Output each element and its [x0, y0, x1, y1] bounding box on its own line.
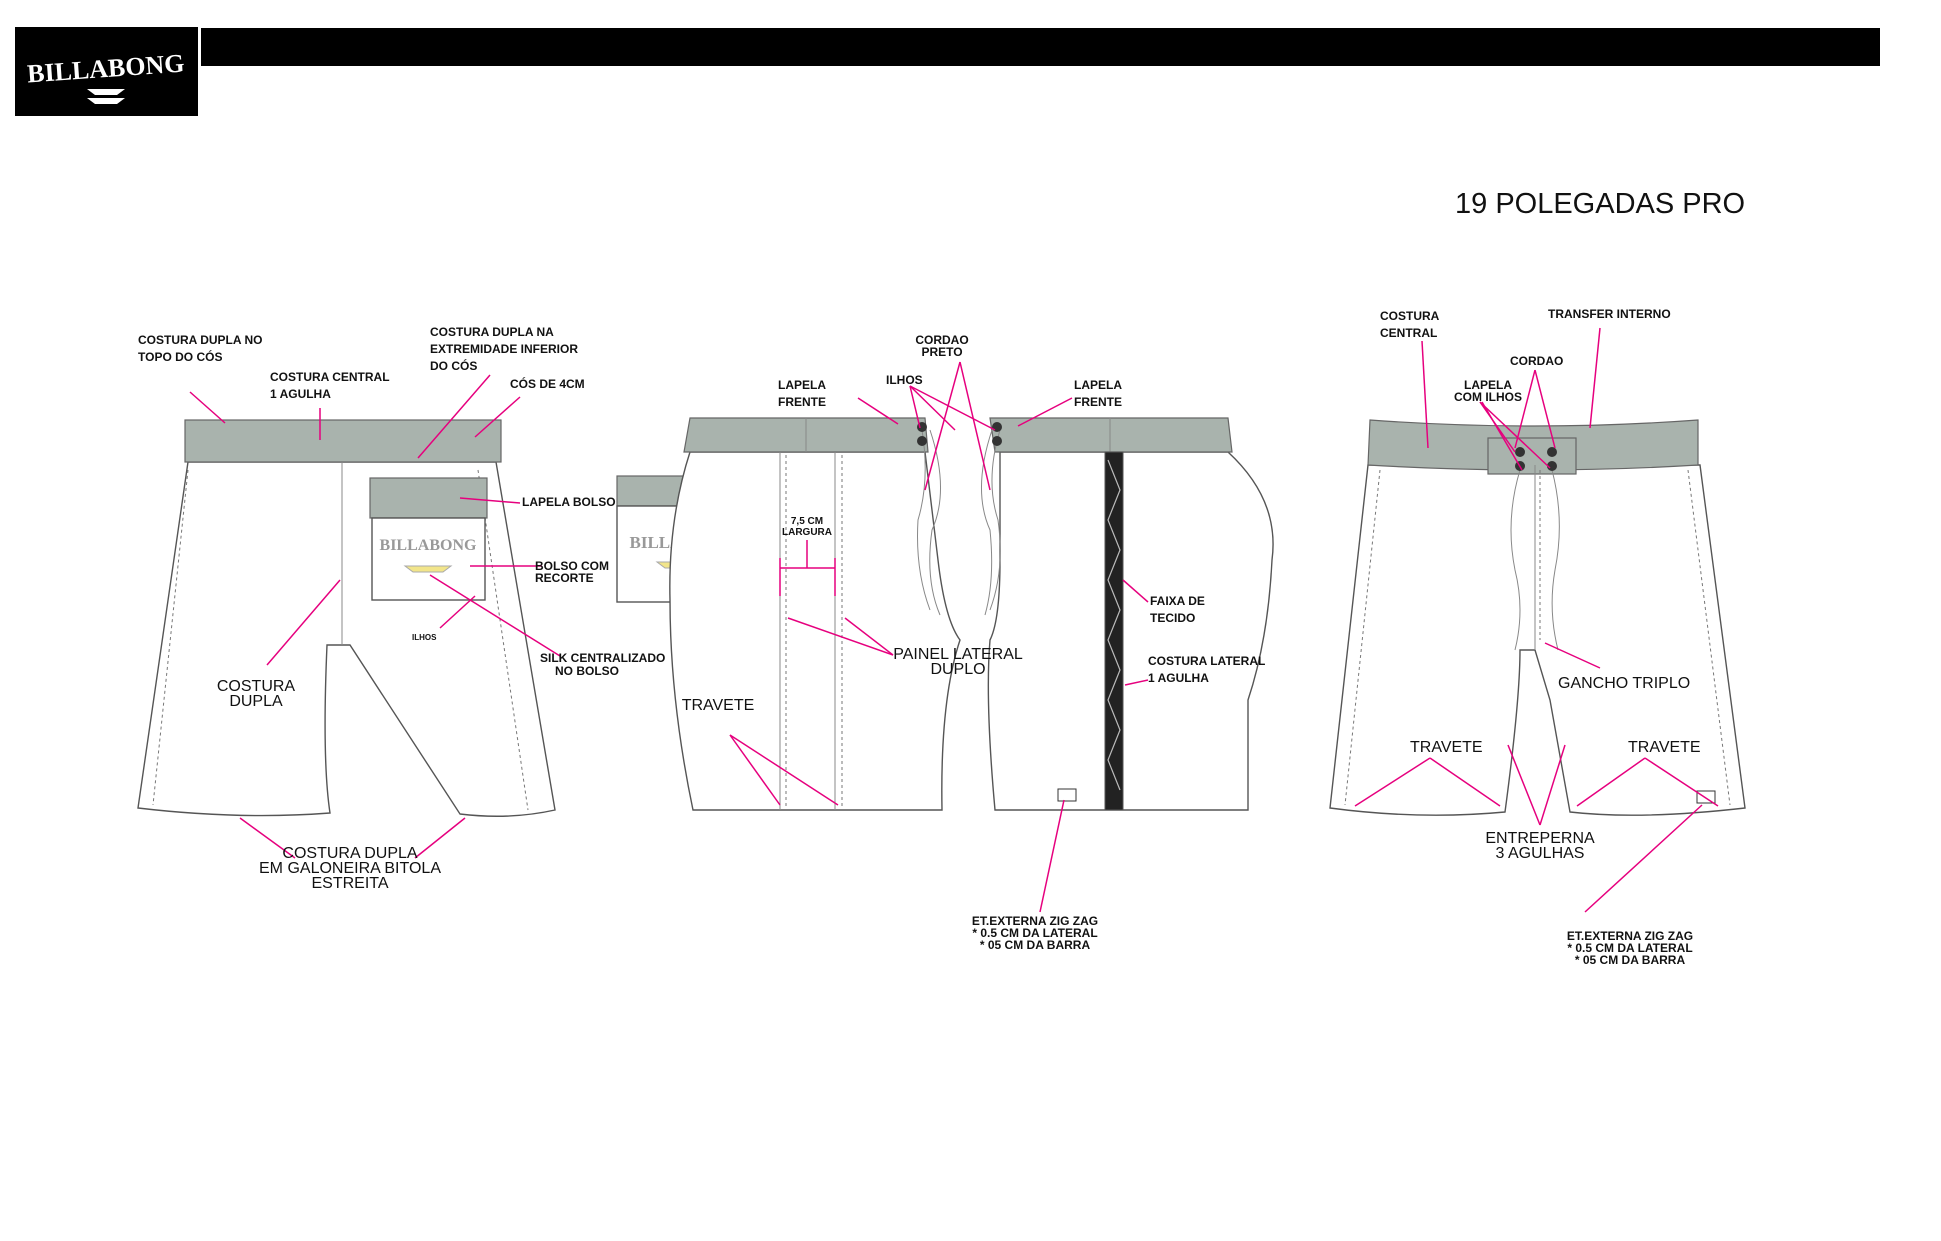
label-faixa-de-tecido: FAIXA DE: [1150, 594, 1205, 608]
back-short-outline: [137, 461, 556, 817]
fabric-stripe: [1104, 451, 1124, 811]
callout-label-line: * 05 CM DA BARRA: [1575, 953, 1686, 967]
callout-label-line: TOPO DO CÓS: [138, 349, 222, 364]
callout-label-line: * 05 CM DA BARRA: [980, 938, 1091, 952]
callout-label-line: EXTREMIDADE INFERIOR: [430, 342, 578, 356]
front-short-outline: [1329, 464, 1746, 816]
callout-label-line: CENTRAL: [1380, 326, 1437, 340]
front-right-panel-seam: [1687, 469, 1731, 806]
label-etiqueta-externa-front: ET.EXTERNA ZIG ZAG: [1567, 929, 1693, 943]
label-costura-central: COSTURA CENTRAL: [270, 370, 390, 384]
label-lapela-bolso: LAPELA BOLSO: [522, 495, 616, 509]
front-view: [1329, 419, 1746, 816]
side-right-half: [987, 451, 1274, 811]
back-leaders: [189, 374, 561, 859]
callout-label-line: RECORTE: [535, 571, 594, 585]
callout-label-line: 1 AGULHA: [270, 387, 331, 401]
callout-label-line: LARGURA: [782, 527, 832, 538]
brand-logo: BILLABONG: [15, 27, 198, 116]
label-lapela-frente-right: LAPELA: [1074, 378, 1122, 392]
side-right-waistband: [989, 417, 1233, 453]
side-view: BILLABONG: [616, 417, 1274, 811]
side-labels: CORDAO PRETO LAPELA FRENTE ILHOS LAPELA …: [682, 333, 1266, 952]
label-ilhos-side: ILHOS: [886, 373, 923, 387]
label-entreperna: ENTREPERNA: [1485, 830, 1595, 847]
callout-label-line: 1 AGULHA: [1148, 671, 1209, 685]
label-travete-front-left: TRAVETE: [1410, 739, 1483, 756]
callout-label-line: DUPLA: [229, 693, 283, 710]
side-external-label: [1057, 788, 1077, 802]
callout-label-line: NO BOLSO: [555, 664, 619, 678]
back-left-panel-seam: [152, 469, 189, 806]
back-pocket-flap: [369, 477, 488, 519]
side-left-half: [669, 451, 961, 811]
label-painel-lateral: PAINEL LATERAL: [893, 646, 1023, 663]
label-silk-centralizado: SILK CENTRALIZADO: [540, 651, 665, 665]
back-view: BILLABONG: [137, 419, 556, 817]
back-labels: COSTURA DUPLA NO TOPO DO CÓS COSTURA CEN…: [138, 325, 665, 892]
label-gancho-triplo: GANCHO TRIPLO: [1558, 675, 1690, 692]
label-etiqueta-externa-side: ET.EXTERNA ZIG ZAG: [972, 914, 1098, 928]
label-travete-side: TRAVETE: [682, 697, 755, 714]
pocket-silk-print: BILLABONG: [380, 537, 477, 554]
label-travete-front-right: TRAVETE: [1628, 739, 1701, 756]
callout-label-line: * 0.5 CM DA LATERAL: [972, 926, 1097, 940]
back-waistband: [184, 419, 502, 463]
page-title: 19 POLEGADAS PRO: [1455, 188, 1746, 220]
callout-label-line: ESTREITA: [311, 875, 388, 892]
side-leaders: [729, 361, 1149, 913]
callout-label-line: * 0.5 CM DA LATERAL: [1567, 941, 1692, 955]
label-cos-4cm: CÓS DE 4CM: [510, 376, 585, 391]
back-pocket: [371, 517, 486, 601]
front-external-label: [1696, 790, 1716, 804]
callout-label-line: PRETO: [921, 345, 962, 359]
label-largura: 7,5 CM: [791, 516, 823, 527]
label-costura-dupla-galoneira: COSTURA DUPLA: [282, 845, 417, 862]
label-transfer-interno: TRANSFER INTERNO: [1548, 307, 1671, 321]
front-labels: COSTURA CENTRAL TRANSFER INTERNO CORDAO …: [1380, 307, 1701, 967]
header-bar: [201, 28, 1880, 66]
front-fly-flap: [1487, 437, 1577, 475]
label-costura-lateral: COSTURA LATERAL: [1148, 654, 1265, 668]
callout-label-line: COM ILHOS: [1454, 390, 1522, 404]
front-leaders: [1354, 327, 1719, 913]
label-cordao-preto: CORDAO: [915, 333, 968, 347]
front-left-panel-seam: [1344, 469, 1381, 806]
label-costura-dupla-topo: COSTURA DUPLA NO: [138, 333, 262, 347]
callout-label-line: FRENTE: [778, 395, 826, 409]
callout-label-line: DUPLO: [930, 661, 985, 678]
label-bolso-com-recorte: BOLSO COM: [535, 559, 609, 573]
callout-label-line: DO CÓS: [430, 358, 477, 373]
callout-label-line: FRENTE: [1074, 395, 1122, 409]
billabong-logo-icon: BILLABONG: [26, 49, 185, 104]
label-lapela-frente-left: LAPELA: [778, 378, 826, 392]
label-costura-central-front: COSTURA: [1380, 309, 1440, 323]
label-costura-dupla-extremidade: COSTURA DUPLA NA: [430, 325, 554, 339]
callout-label-line: EM GALONEIRA BITOLA: [259, 860, 441, 877]
callout-label-line: 3 AGULHAS: [1496, 845, 1585, 862]
callout-label-line: TECIDO: [1150, 611, 1195, 625]
label-costura-dupla: COSTURA: [217, 678, 296, 695]
label-ilhos-back: ILHOS: [412, 633, 437, 642]
label-cordao: CORDAO: [1510, 354, 1563, 368]
label-lapela-com-ilhos: LAPELA: [1464, 378, 1512, 392]
